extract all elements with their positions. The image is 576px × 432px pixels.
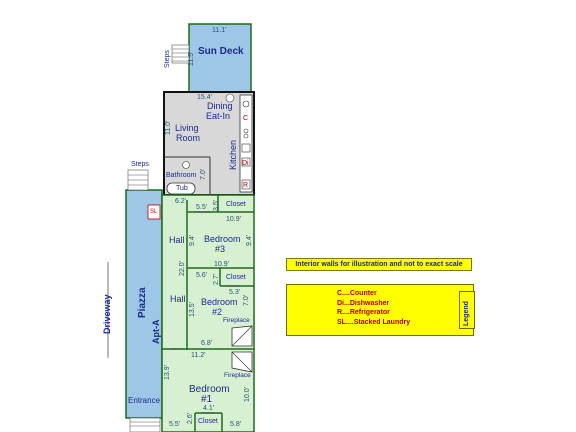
sun-deck-label: Sun Deck <box>198 46 244 57</box>
bed3-height-dim: 9.4' <box>189 234 196 246</box>
deck-steps-label: Steps <box>164 50 171 68</box>
fireplace1-label: Fireplace <box>224 372 251 379</box>
driveway-label: Driveway <box>102 294 112 334</box>
legend-item: SL....Stacked Laundry <box>337 318 411 326</box>
bed2-height-dim: 13.5' <box>189 302 196 317</box>
bed1-height-dim: 13.9' <box>164 365 171 380</box>
living-room-label: Room <box>176 133 201 143</box>
door-marks <box>170 211 240 414</box>
hall-length-dim: 22.0' <box>179 261 186 276</box>
bed2-bottom-dim: 6.8' <box>201 340 213 347</box>
bed3-bottom-dim: 10.9' <box>214 261 229 268</box>
bed1-right-dim: 10.0' <box>244 387 251 402</box>
legend-tab <box>459 291 475 329</box>
legend-box: C....Counter Di...Dishwasher R....Refrig… <box>286 284 474 336</box>
bed1-bottom-left-dim: 5.5' <box>169 421 181 428</box>
closet3-height-dim: 3.5' <box>213 199 220 211</box>
closet2-width-dim: 5.6' <box>196 272 208 279</box>
living-kitchen-area <box>163 91 255 196</box>
eat-in-label: Eat-In <box>206 111 231 121</box>
kitchen-appliances <box>241 100 251 190</box>
piazza-area <box>125 189 163 419</box>
closet2-depth-dim: 5.3' <box>229 289 241 296</box>
piazza-steps-label: Steps <box>131 161 149 168</box>
hall-label-upper: Hall <box>169 235 185 245</box>
closet1-width-dim: 4.1' <box>203 405 215 412</box>
closet2-label: Closet <box>226 274 246 281</box>
toilet-shape <box>182 161 190 169</box>
closet3-label: Closet <box>226 201 246 208</box>
bedroom2-number: #2 <box>212 307 223 317</box>
entrance-label: Entrance <box>128 396 161 405</box>
closet1-height-dim: 2.6' <box>187 412 194 424</box>
living-label: Living <box>175 123 199 133</box>
dining-width-dim: 15.4' <box>197 94 212 101</box>
closet2-height-dim: 2.7' <box>213 273 220 285</box>
bedroom1-label: Bedroom <box>189 384 230 395</box>
bedroom3-number: #3 <box>215 244 226 254</box>
tub-label: Tub <box>176 185 188 192</box>
kitchen-counter <box>239 94 253 193</box>
deck-height-dim: 11.5' <box>188 51 195 66</box>
closet3-width-dim: 5.5' <box>196 204 208 211</box>
living-height-dim: 11.0' <box>165 120 172 135</box>
piazza-label: Piazza <box>137 287 148 318</box>
fireplace2-label: Fireplace <box>223 317 250 324</box>
bathroom-walls <box>164 156 211 195</box>
bathroom-label: Bathroom <box>166 172 197 179</box>
legend-item: C....Counter <box>337 290 377 297</box>
bedroom2-label: Bedroom <box>201 297 238 307</box>
legend-title: Legend <box>463 301 470 326</box>
bedroom3-label: Bedroom <box>204 234 241 244</box>
bed1-bottom-right-dim: 5.8' <box>230 421 242 428</box>
scale-note: Interior walls for illustration and not … <box>286 258 472 271</box>
bath-width-dim: 6.2' <box>175 198 187 205</box>
dishwasher-mark: Di <box>242 160 249 167</box>
dining-table <box>225 93 235 103</box>
bed3-top-dim: 10.9' <box>226 216 241 223</box>
legend-item: R....Refrigerator <box>337 309 390 316</box>
legend-item: Di...Dishwasher <box>337 299 390 307</box>
dining-label: Dining <box>207 101 233 111</box>
counter-mark: C <box>243 115 249 122</box>
sun-deck-area <box>188 23 252 93</box>
tub-shape <box>166 182 196 195</box>
deck-width-dim: 11.1' <box>212 27 227 34</box>
apt-label: Apt-A <box>151 319 161 345</box>
closet1-label: Closet <box>198 418 218 425</box>
legend-list: C....Counter Di...Dishwasher R....Refrig… <box>337 289 410 327</box>
entrance-steps <box>129 417 161 432</box>
kitchen-label: Kitchen <box>228 139 238 170</box>
refrigerator-mark: R <box>243 182 249 189</box>
bed3-right-dim: 9.4' <box>246 234 253 246</box>
bedroom-wing <box>161 194 255 432</box>
laundry-mark: SL <box>150 209 158 215</box>
deck-steps <box>171 44 190 64</box>
piazza-steps <box>127 169 149 191</box>
bed1-top-dim: 11.2' <box>191 352 206 359</box>
hall-label-lower: Hall <box>170 294 186 304</box>
bath-height-dim: 7.0' <box>200 168 207 180</box>
stacked-laundry <box>147 204 161 220</box>
bed2-right-dim: 7.0' <box>243 294 250 306</box>
bedroom1-number: #1 <box>201 394 213 405</box>
